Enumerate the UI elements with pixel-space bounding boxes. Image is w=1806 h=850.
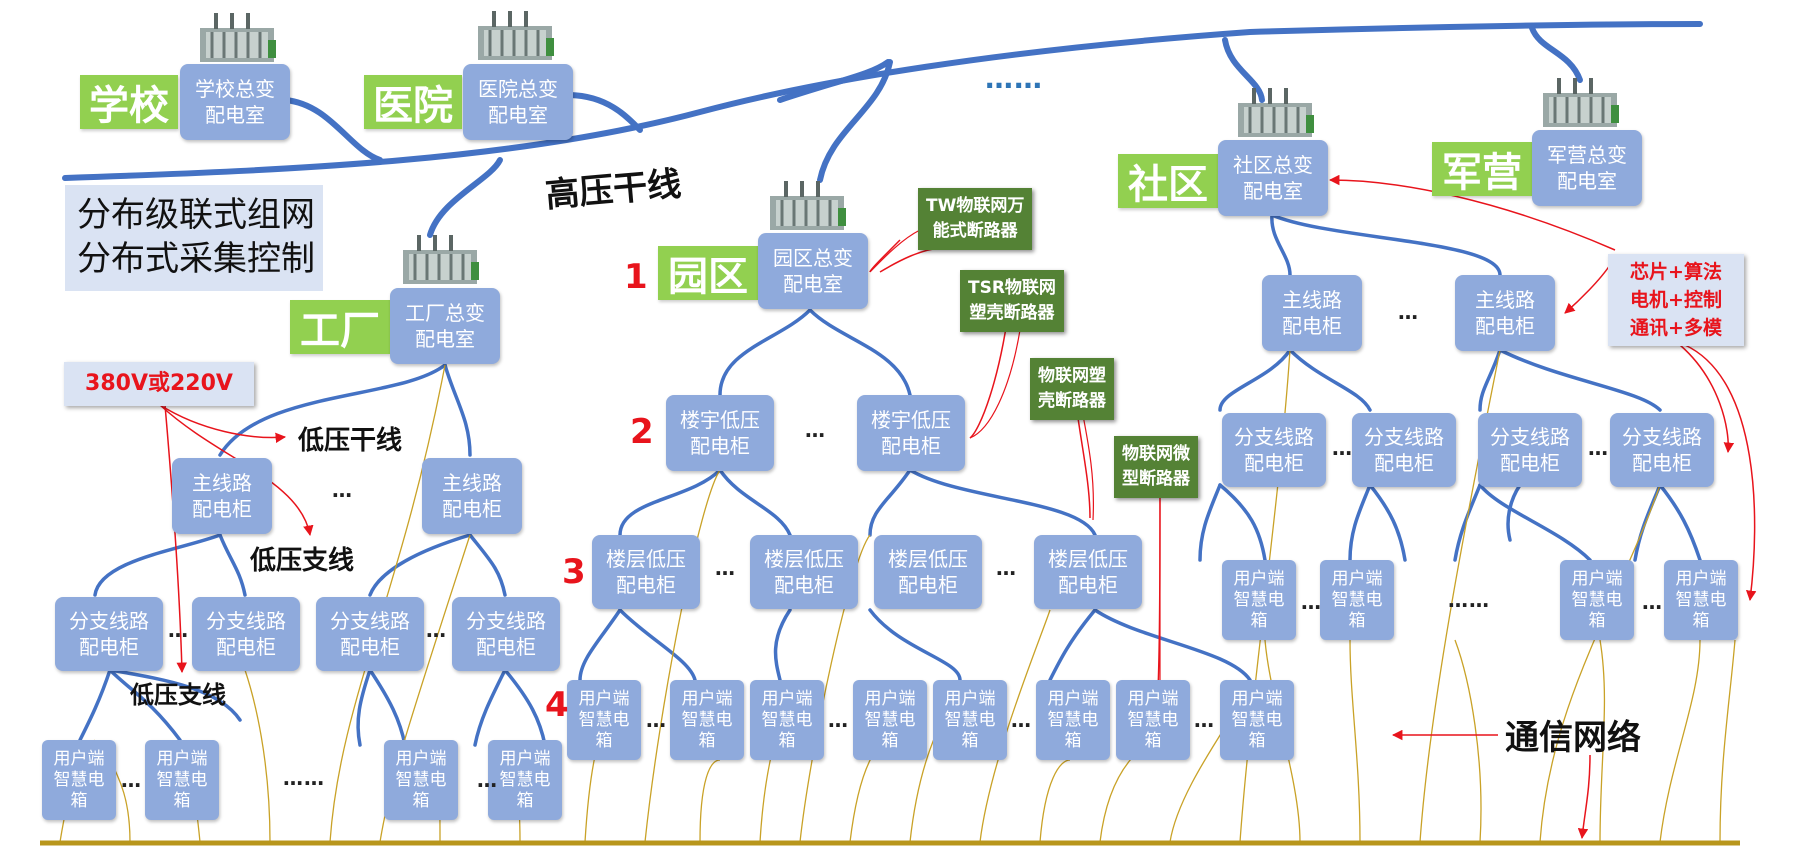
ellipsis: … bbox=[168, 618, 189, 642]
branch-cabinet: 分支线路配电柜 bbox=[316, 597, 424, 671]
user-smart-box: 用户端智慧电箱 bbox=[42, 740, 116, 820]
area-tag-barracks: 军营 bbox=[1432, 142, 1532, 196]
user-smart-box: 用户端智慧电箱 bbox=[853, 680, 927, 760]
main-cabinet: 主线路配电柜 bbox=[1455, 275, 1555, 351]
floor-cabinet: 楼层低压配电柜 bbox=[874, 535, 982, 609]
branch-cabinet: 分支线路配电柜 bbox=[55, 597, 163, 671]
transformer-icon bbox=[478, 11, 554, 60]
level-number: 2 bbox=[630, 412, 654, 452]
branch-cabinet: 分支线路配电柜 bbox=[1610, 413, 1714, 487]
level-number: 3 bbox=[562, 552, 586, 592]
user-smart-box: 用户端智慧电箱 bbox=[933, 680, 1007, 760]
ellipsis-long: …… bbox=[1448, 588, 1490, 612]
branch-cabinet: 分支线路配电柜 bbox=[1222, 413, 1326, 487]
branch-cabinet: 分支线路配电柜 bbox=[1352, 413, 1456, 487]
substation-community: 社区总变配电室 bbox=[1218, 140, 1328, 216]
transformer-icon bbox=[403, 235, 479, 284]
substation-park: 园区总变配电室 bbox=[758, 233, 868, 309]
ellipsis: … bbox=[828, 708, 849, 732]
transformer-icon bbox=[200, 13, 276, 62]
transformer-icon bbox=[1543, 78, 1619, 127]
branch-cabinet: 分支线路配电柜 bbox=[192, 597, 300, 671]
level-number: 4 bbox=[545, 685, 569, 725]
area-tag-hospital: 医院 bbox=[364, 75, 462, 129]
title-block: 分布级联式组网 分布式采集控制 bbox=[65, 185, 323, 291]
user-smart-box: 用户端智慧电箱 bbox=[1222, 560, 1296, 640]
user-smart-box: 用户端智慧电箱 bbox=[1664, 560, 1738, 640]
chip-note: 芯片+算法 电机+控制 通讯+多模 bbox=[1608, 254, 1744, 346]
area-tag-community: 社区 bbox=[1118, 154, 1218, 208]
iot-mccb-label: 物联网塑壳断路器 bbox=[1030, 358, 1114, 420]
comm-network-label: 通信网络 bbox=[1505, 718, 1641, 758]
substation-hospital: 医院总变配电室 bbox=[463, 64, 573, 140]
lv-trunk-label: 低压干线 bbox=[298, 426, 403, 456]
ellipsis: … bbox=[121, 768, 142, 792]
user-smart-box: 用户端智慧电箱 bbox=[1320, 560, 1394, 640]
branch-cabinet: 分支线路配电柜 bbox=[452, 597, 560, 671]
ellipsis: … bbox=[1588, 436, 1609, 460]
iot-mcb-label: 物联网微型断路器 bbox=[1114, 436, 1198, 498]
hv-trunk-lines bbox=[62, 21, 1703, 238]
area-tag-factory: 工厂 bbox=[290, 300, 390, 354]
user-smart-box: 用户端智慧电箱 bbox=[1560, 560, 1634, 640]
user-smart-box: 用户端智慧电箱 bbox=[384, 740, 458, 820]
substation-school: 学校总变配电室 bbox=[180, 64, 290, 140]
ellipsis: … bbox=[646, 708, 667, 732]
ellipsis: … bbox=[1194, 708, 1215, 732]
ellipsis: … bbox=[1332, 436, 1353, 460]
floor-cabinet: 楼层低压配电柜 bbox=[1034, 535, 1142, 609]
building-cabinet: 楼宇低压配电柜 bbox=[857, 395, 965, 471]
user-smart-box: 用户端智慧电箱 bbox=[670, 680, 744, 760]
user-smart-box: 用户端智慧电箱 bbox=[567, 680, 641, 760]
transformer-icon bbox=[770, 181, 846, 230]
ellipsis: … bbox=[477, 768, 498, 792]
tw-breaker-label: TW物联网万能式断路器 bbox=[918, 188, 1033, 250]
floor-cabinet: 楼层低压配电柜 bbox=[592, 535, 700, 609]
ellipsis: … bbox=[805, 418, 826, 442]
ellipsis: … bbox=[1398, 300, 1419, 324]
user-smart-box: 用户端智慧电箱 bbox=[1116, 680, 1190, 760]
title-line-1: 分布级联式组网 bbox=[77, 195, 315, 235]
ellipsis: … bbox=[715, 556, 736, 580]
main-cabinet: 主线路配电柜 bbox=[172, 458, 272, 534]
ellipsis: … bbox=[1642, 590, 1663, 614]
ellipsis: … bbox=[1301, 590, 1322, 614]
lv-branch-label: 低压支线 bbox=[250, 546, 355, 576]
ellipsis-long: …… bbox=[283, 766, 325, 790]
lv-branch-label: 低压支线 bbox=[130, 681, 226, 709]
user-smart-box: 用户端智慧电箱 bbox=[1036, 680, 1110, 760]
lv-tree-lines bbox=[78, 213, 1702, 747]
user-smart-box: 用户端智慧电箱 bbox=[750, 680, 824, 760]
substation-factory: 工厂总变配电室 bbox=[390, 288, 500, 364]
user-smart-box: 用户端智慧电箱 bbox=[145, 740, 219, 820]
title-line-2: 分布式采集控制 bbox=[77, 239, 315, 279]
level-number: 1 bbox=[624, 257, 648, 297]
ellipsis-top: …… bbox=[985, 62, 1043, 95]
area-tag-school: 学校 bbox=[80, 75, 178, 129]
transformer-icon bbox=[1238, 88, 1314, 137]
building-cabinet: 楼宇低压配电柜 bbox=[666, 395, 774, 471]
area-tag-park: 园区 bbox=[658, 246, 758, 300]
ellipsis: … bbox=[1011, 708, 1032, 732]
floor-cabinet: 楼层低压配电柜 bbox=[750, 535, 858, 609]
voltage-note: 380V或220V bbox=[64, 362, 254, 406]
main-cabinet: 主线路配电柜 bbox=[422, 458, 522, 534]
ellipsis: … bbox=[426, 618, 447, 642]
main-cabinet: 主线路配电柜 bbox=[1262, 275, 1362, 351]
substation-barracks: 军营总变配电室 bbox=[1532, 130, 1642, 206]
branch-cabinet: 分支线路配电柜 bbox=[1478, 413, 1582, 487]
user-smart-box: 用户端智慧电箱 bbox=[488, 740, 562, 820]
user-smart-box: 用户端智慧电箱 bbox=[1220, 680, 1294, 760]
ellipsis: … bbox=[332, 478, 353, 502]
ellipsis: … bbox=[996, 556, 1017, 580]
tsr-breaker-label: TSR物联网塑壳断路器 bbox=[960, 270, 1064, 332]
